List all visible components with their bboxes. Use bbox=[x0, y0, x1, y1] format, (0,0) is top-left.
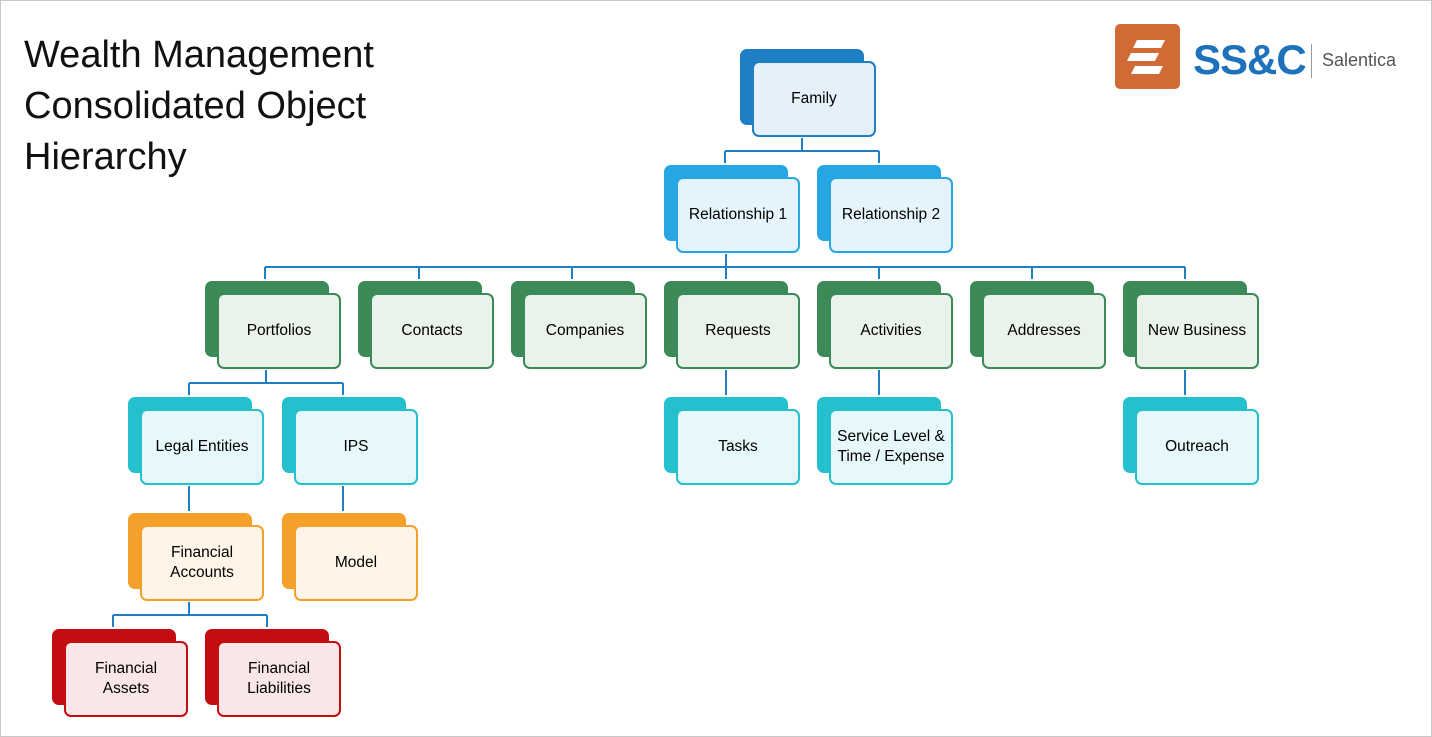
product-logo-text: Salentica bbox=[1322, 50, 1397, 70]
node-ips-label: IPS bbox=[294, 409, 418, 485]
brand-logo-text: SS&C bbox=[1193, 36, 1307, 83]
node-financial-assets-label: Financial Assets bbox=[64, 641, 188, 717]
connector-accounts-children bbox=[112, 602, 268, 627]
node-companies-label: Companies bbox=[523, 293, 647, 369]
node-outreach-label: Outreach bbox=[1135, 409, 1259, 485]
title-line-1: Wealth Management bbox=[24, 34, 374, 76]
node-addresses-label: Addresses bbox=[982, 293, 1106, 369]
node-model-label: Model bbox=[294, 525, 418, 601]
node-contacts-label: Contacts bbox=[370, 293, 494, 369]
connector-relationship-objects bbox=[264, 254, 1186, 279]
connector-portfolios-children bbox=[188, 370, 344, 395]
node-tasks-label: Tasks bbox=[676, 409, 800, 485]
logo-divider bbox=[1311, 44, 1312, 78]
node-activities-label: Activities bbox=[829, 293, 953, 369]
node-service-level-label: Service Level & Time / Expense bbox=[829, 409, 953, 485]
node-new-business-label: New Business bbox=[1135, 293, 1259, 369]
title-line-2: Consolidated Object bbox=[24, 85, 367, 127]
node-portfolios-label: Portfolios bbox=[217, 293, 341, 369]
node-family-label: Family bbox=[752, 61, 876, 137]
node-requests-label: Requests bbox=[676, 293, 800, 369]
node-relationship-1-label: Relationship 1 bbox=[676, 177, 800, 253]
connector-family-relationships bbox=[724, 138, 880, 163]
node-legal-entities-label: Legal Entities bbox=[140, 409, 264, 485]
title-line-3: Hierarchy bbox=[24, 136, 187, 178]
node-relationship-2-label: Relationship 2 bbox=[829, 177, 953, 253]
node-financial-accounts-label: Financial Accounts bbox=[140, 525, 264, 601]
stacked-lines-logo-icon bbox=[1115, 24, 1180, 89]
page-title: Wealth Management Consolidated Object Hi… bbox=[24, 30, 374, 183]
node-financial-liabilities-label: Financial Liabilities bbox=[217, 641, 341, 717]
